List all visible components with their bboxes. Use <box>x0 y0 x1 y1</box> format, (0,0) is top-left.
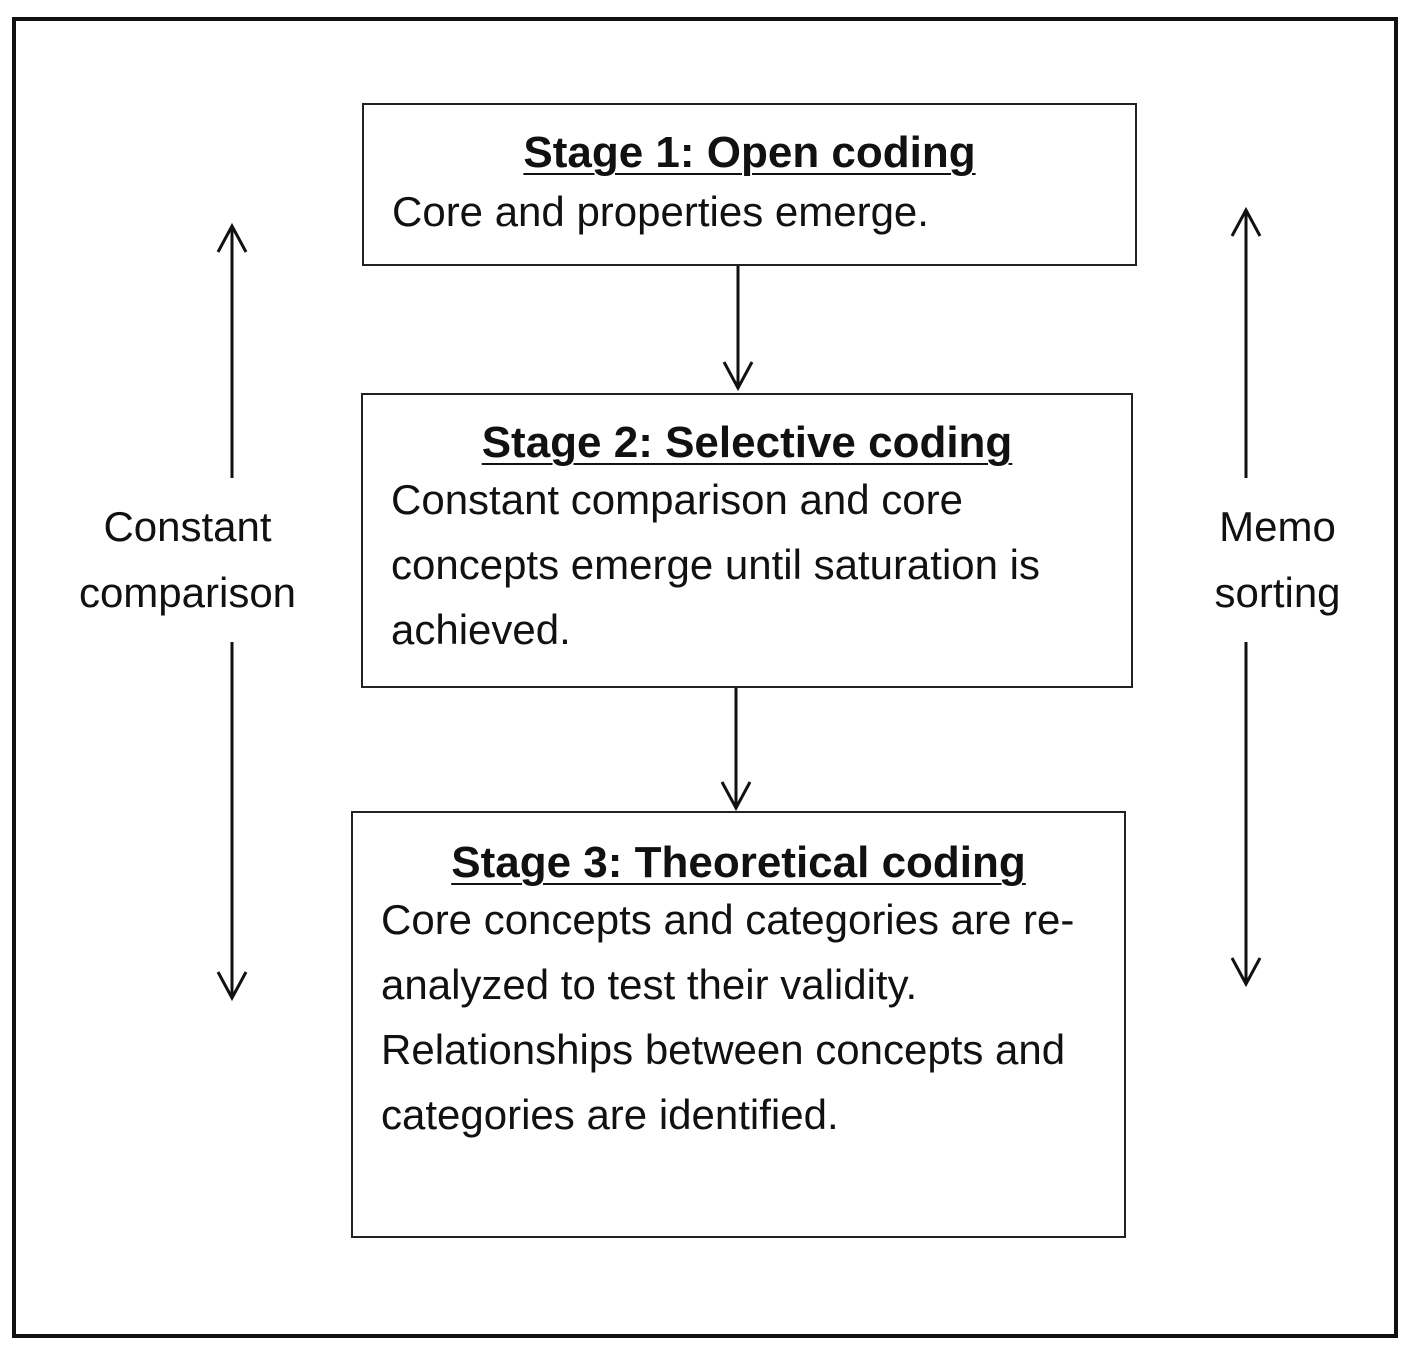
stage-3-title: Stage 3: Theoretical coding <box>451 838 1026 887</box>
diagram-frame <box>12 17 1398 1338</box>
stage-1-box: Stage 1: Open coding Core and properties… <box>362 103 1137 266</box>
stage-2-description: Constant comparison and core concepts em… <box>391 476 1041 654</box>
stage-3-box: Stage 3: Theoretical coding Core concept… <box>351 811 1126 1238</box>
stage-1-description: Core and properties emerge. <box>392 188 929 236</box>
constant-comparison-label: Constant comparison <box>78 503 297 616</box>
stage-3-description: Core concepts and categories are re-anal… <box>381 896 1075 1139</box>
memo-sorting-label: Memo sorting <box>1214 503 1341 616</box>
stage-2-title: Stage 2: Selective coding <box>481 418 1013 467</box>
stage-2-box: Stage 2: Selective coding Constant compa… <box>361 393 1133 688</box>
stage-1-title: Stage 1: Open coding <box>523 128 976 177</box>
